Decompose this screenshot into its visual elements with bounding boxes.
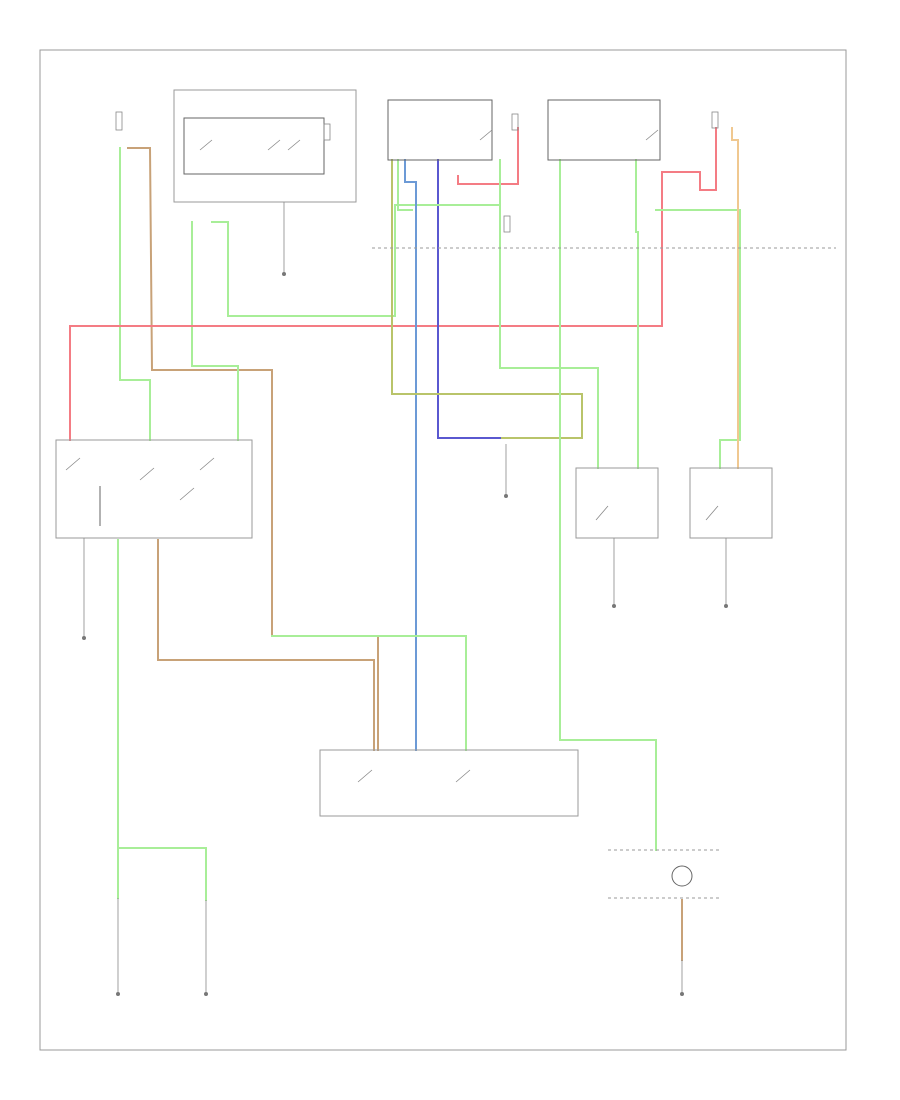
dimmer-contact-1	[357, 769, 373, 783]
right-headlamp	[689, 467, 773, 539]
headlamp-switch	[55, 439, 253, 539]
wire-yellow-green-to-ground	[391, 159, 583, 439]
high-beam-indicator	[671, 865, 693, 887]
fuse-right-relay	[711, 111, 719, 129]
wire-green-to-right-headlamp	[635, 159, 639, 469]
wire-blue-to-dimmer	[404, 159, 417, 751]
relay-contact-3	[287, 139, 301, 151]
wire-green-relay-stub	[397, 159, 413, 211]
headlamp-switch-contact-4	[199, 457, 215, 471]
right-headlamp-filament	[705, 505, 719, 521]
dimmer-contact-2	[455, 769, 471, 783]
daytime-relay-body	[183, 117, 325, 175]
lead-group	[83, 202, 727, 992]
wire-red-right-relay	[661, 127, 717, 191]
ground-symbol-relay	[282, 272, 286, 276]
headlamp-switch-contact-2	[139, 467, 155, 481]
wire-green-left-feed	[119, 147, 151, 441]
left-headlamp	[575, 467, 659, 539]
ground-symbol-left-park-lamp	[116, 992, 120, 996]
daytime-relay-box	[173, 89, 357, 203]
relay-contact-1	[199, 139, 213, 151]
headlamp-switch-contact-1	[65, 457, 81, 471]
wire-green-to-right-park-lamp	[117, 847, 207, 901]
fuse-left-relay	[511, 113, 519, 131]
relay-contact-2	[267, 139, 281, 151]
ground-symbol-right-park-lamp	[204, 992, 208, 996]
wire-green-to-dimmer-high	[271, 635, 467, 751]
wire-green-right-cross	[655, 209, 741, 469]
ground-symbol-indicator	[680, 992, 684, 996]
wire-green-relay-to-switch	[191, 221, 239, 441]
right-headlamp-relay	[547, 99, 661, 161]
headlamp-switch-contact-3	[179, 487, 195, 501]
fuse-box-fuse	[503, 215, 511, 233]
diagram-frame	[39, 49, 847, 1051]
wire-green-to-left-headlamp	[499, 159, 599, 469]
left-headlamp-filament	[595, 505, 609, 521]
fuse-left	[115, 111, 123, 131]
wire-tan-lamp-switch-to-bottom	[157, 539, 375, 751]
multifunction-switch	[319, 749, 579, 817]
wire-green-relay-return	[211, 204, 471, 317]
wire-violet-to-ground	[437, 159, 503, 439]
wire-orange-right-feed	[731, 127, 739, 469]
ground-symbol-switch	[82, 636, 86, 640]
ground-symbol-fuse	[504, 494, 508, 498]
ground-symbol-right-headlamp	[724, 604, 728, 608]
switch-group	[65, 111, 719, 783]
ground-symbol-group	[82, 272, 728, 996]
wire-red-left-relay	[457, 127, 519, 185]
left-relay-contact	[479, 129, 493, 141]
left-headlamp-relay	[387, 99, 493, 161]
fuse-relay	[323, 123, 331, 141]
component-group	[55, 89, 836, 899]
wire-red-bus	[69, 171, 663, 441]
wire-green-to-dimmer-right	[559, 159, 657, 851]
right-relay-contact	[645, 129, 659, 141]
ground-symbol-left-headlamp	[612, 604, 616, 608]
wire-group	[69, 127, 741, 961]
